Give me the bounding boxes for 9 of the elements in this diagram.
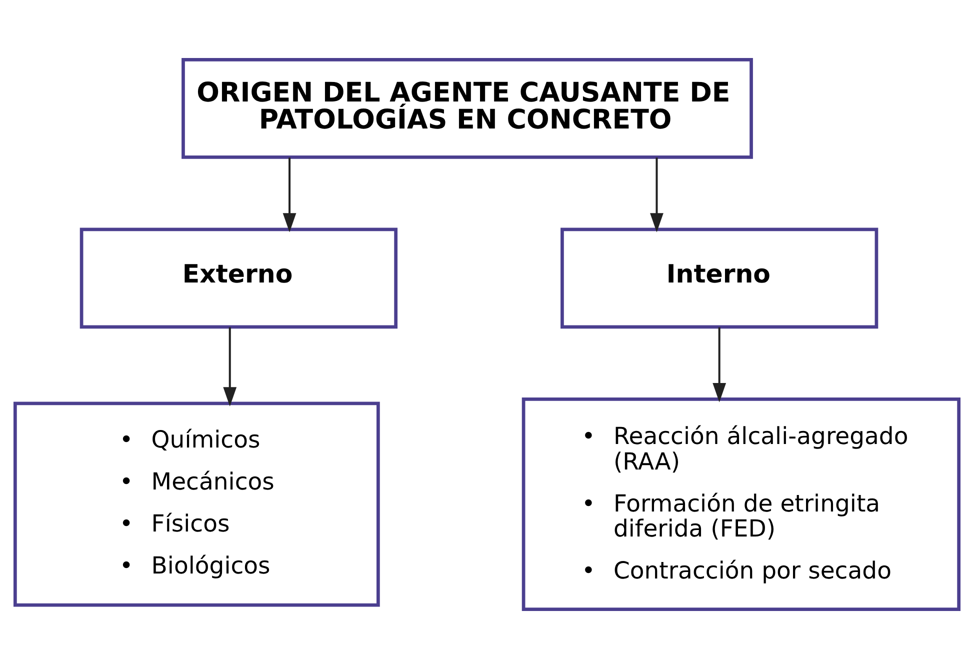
arrow	[223, 327, 237, 406]
node-box: • Reacción álcali-agregado (RAA) • Formación de etringita diferida (FED) • Contracción por secado	[522, 398, 960, 611]
node-box: Externo	[80, 228, 398, 329]
node-box: • Químicos • Mecánicos • Físicos • Biológicos	[14, 402, 380, 607]
node-box: Interno	[560, 228, 878, 329]
arrow	[712, 327, 726, 402]
node-box: ORIGEN DEL AGENTE CAUSANTE DE PATOLOGÍAS EN CONCRETO	[182, 58, 753, 159]
arrow	[650, 158, 664, 232]
arrow	[282, 158, 296, 232]
